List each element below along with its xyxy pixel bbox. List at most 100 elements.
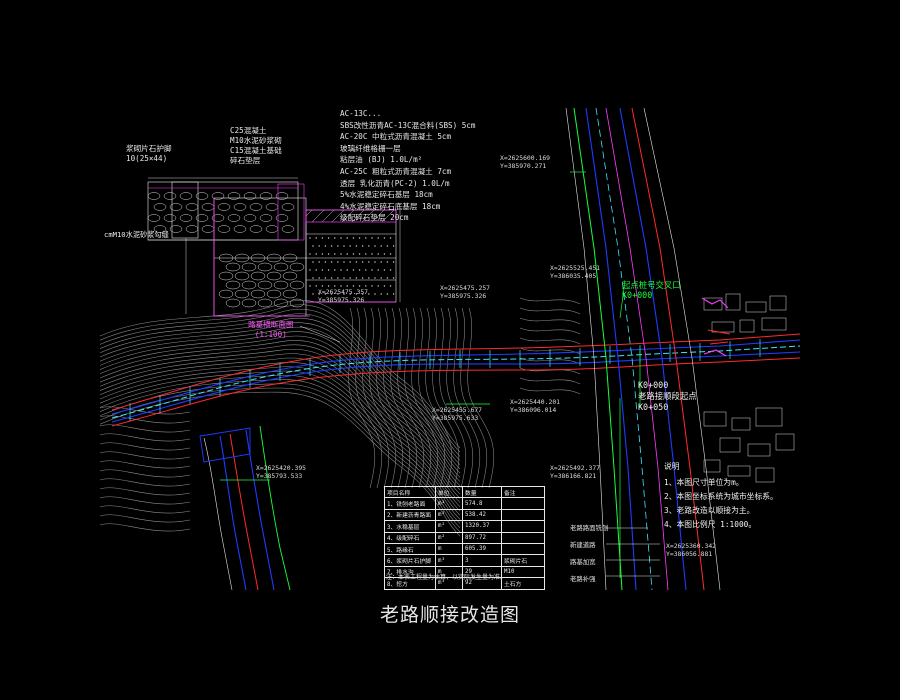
small-section-label: M10水泥砂浆砌 bbox=[230, 136, 282, 145]
cobble bbox=[211, 214, 225, 222]
contour-line bbox=[100, 442, 191, 451]
pavement-layer-text: 级配碎石垫层 20cm bbox=[340, 213, 409, 223]
table-cell: 6、浆砌片石护脚 bbox=[384, 554, 436, 567]
dot bbox=[321, 269, 324, 271]
table-cell: 浆砌片石 bbox=[501, 554, 545, 567]
dot bbox=[346, 269, 348, 271]
dot bbox=[365, 253, 367, 255]
dot bbox=[343, 261, 345, 263]
dot bbox=[318, 245, 320, 247]
coord-line: X=2625440.201 bbox=[510, 398, 561, 406]
left-layer-label: 浆砌片石护脚 bbox=[126, 144, 172, 153]
cobble bbox=[217, 225, 231, 233]
coord-line: Y=385970.271 bbox=[500, 162, 547, 170]
dot bbox=[386, 293, 389, 295]
dot bbox=[340, 269, 342, 271]
coord-line: X=2625475.257 bbox=[440, 284, 491, 292]
cobble bbox=[227, 192, 241, 200]
table-header-cell: 备注 bbox=[501, 485, 545, 499]
pavement-layer-text: 透层 乳化沥青(PC-2) 1.0L/m bbox=[340, 178, 450, 188]
dimension-lines bbox=[148, 177, 401, 314]
contour-line bbox=[362, 307, 390, 489]
dot bbox=[324, 245, 327, 247]
dot bbox=[392, 277, 395, 279]
contour-line bbox=[100, 460, 191, 469]
cobble bbox=[169, 225, 183, 233]
section-title: 路基横断面图(1:100) bbox=[248, 320, 294, 340]
table-cell: 538.42 bbox=[462, 508, 502, 522]
cobble bbox=[234, 253, 250, 263]
cobble bbox=[259, 192, 273, 200]
contour-line bbox=[519, 327, 581, 335]
contour-line bbox=[100, 340, 461, 486]
contour-line bbox=[100, 370, 461, 516]
contour-line bbox=[100, 299, 461, 449]
dot bbox=[371, 269, 373, 271]
annotation-item: 路基加宽 bbox=[570, 558, 596, 566]
note-item: 4、本图比例尺 1:1000。 bbox=[664, 520, 757, 529]
road-corridor bbox=[111, 333, 800, 427]
table-cell: 4、级配碎石 bbox=[384, 531, 436, 544]
cobble bbox=[201, 225, 215, 233]
dot bbox=[318, 293, 320, 295]
pavement-layer-text: 粘层油 (BJ) 1.0L/m² bbox=[340, 155, 423, 165]
contour-line bbox=[100, 326, 461, 474]
coord-line: X=2625600.169 bbox=[500, 154, 551, 162]
pavement-layer-text: 玻璃纤维格栅一层 bbox=[340, 143, 401, 153]
table-cell: 7、排水沟 bbox=[384, 565, 436, 579]
coord-line: Y=385975.633 bbox=[432, 414, 479, 422]
contour-line bbox=[100, 304, 461, 453]
contour-line bbox=[418, 307, 446, 489]
table-cell bbox=[501, 542, 545, 556]
cobble bbox=[250, 253, 266, 263]
table-cell: m³ bbox=[435, 554, 463, 567]
cobble bbox=[234, 271, 250, 281]
section-title-line: (1:100) bbox=[254, 330, 287, 339]
table-cell: 574.8 bbox=[462, 497, 502, 510]
notes-title: 说明 bbox=[664, 462, 680, 471]
dot bbox=[330, 261, 333, 263]
table-cell bbox=[501, 531, 545, 544]
dot bbox=[324, 261, 327, 263]
dot bbox=[386, 245, 389, 247]
cobble bbox=[282, 289, 298, 299]
building-outline bbox=[719, 437, 741, 453]
dot bbox=[361, 277, 364, 279]
contour-line bbox=[519, 317, 581, 325]
pavement-layer-text: AC-25C 粗粒式沥青混凝土 7cm bbox=[340, 166, 452, 176]
dot bbox=[343, 293, 345, 295]
cobble bbox=[185, 203, 199, 211]
cobble bbox=[281, 225, 295, 233]
cobble bbox=[185, 225, 199, 233]
dot bbox=[340, 285, 342, 287]
building-outline bbox=[769, 295, 787, 311]
dot bbox=[330, 277, 333, 279]
dot bbox=[315, 269, 317, 271]
contour-line bbox=[397, 307, 425, 489]
dot bbox=[330, 245, 333, 247]
cobble bbox=[195, 192, 209, 200]
contour-line bbox=[100, 514, 191, 523]
magenta-highlight bbox=[701, 297, 731, 357]
dot bbox=[327, 285, 330, 287]
table-header-cell: 单位 bbox=[435, 485, 463, 499]
dot bbox=[349, 293, 351, 295]
contour-line bbox=[100, 375, 461, 520]
cobble bbox=[243, 214, 257, 222]
dot bbox=[371, 285, 373, 287]
dot bbox=[321, 253, 324, 255]
cobble bbox=[241, 280, 257, 290]
dot bbox=[355, 261, 358, 263]
dot bbox=[368, 277, 370, 279]
cobble bbox=[250, 289, 266, 299]
